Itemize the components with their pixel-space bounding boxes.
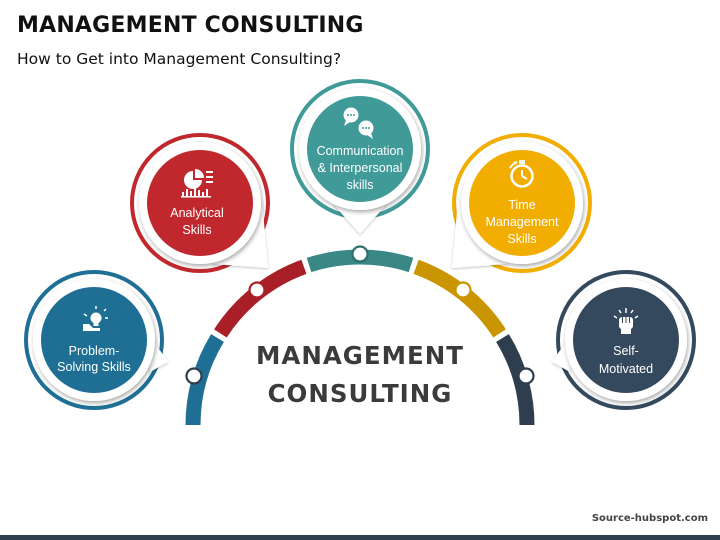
- bottom-bar: [0, 535, 720, 540]
- source-credit: Source-hubspot.com: [591, 513, 708, 524]
- node-label-line: & Interpersonal: [318, 161, 403, 175]
- connector-dot-self-motivated: [517, 367, 535, 385]
- connector-dot-problem-solving: [185, 367, 203, 385]
- arc-segment-time-management: [413, 259, 506, 338]
- node-label-line: Self-: [613, 344, 639, 358]
- node-label-line: Management: [486, 215, 559, 229]
- node-label-line: Analytical: [170, 206, 224, 220]
- stopwatch-icon: [509, 160, 534, 188]
- node-label-line: Time: [508, 198, 535, 212]
- node-fill: [41, 287, 147, 393]
- arc-connectors: [185, 245, 535, 385]
- raised-fist-icon: [613, 308, 639, 334]
- node-label-line: Solving Skills: [57, 360, 131, 374]
- node-ring: [130, 133, 270, 273]
- node-ring: [556, 270, 696, 410]
- node-label-line: Skills: [182, 223, 211, 237]
- connector-dot-analytical: [248, 281, 266, 299]
- node-fill: [307, 96, 413, 202]
- node-label-line: skills: [346, 178, 373, 192]
- node-fill: [147, 150, 253, 256]
- center-title-line1: MANAGEMENT: [256, 341, 464, 370]
- node-label-line: Problem-: [69, 344, 120, 358]
- connector-dot-time-management: [454, 281, 472, 299]
- node-analytical: Analytical Skills: [130, 133, 270, 273]
- node-label-line: Communication: [317, 144, 404, 158]
- node-self-motivated: Self- Motivated: [552, 270, 696, 410]
- arc-segment-analytical: [214, 259, 307, 338]
- lightbulb-hand-icon: [83, 306, 108, 331]
- page-title: MANAGEMENT CONSULTING: [17, 13, 364, 38]
- analytics-chart-icon: [181, 169, 213, 198]
- speech-bubbles-icon: [343, 107, 374, 139]
- node-label-line: Motivated: [599, 362, 653, 376]
- connector-dot-communication: [351, 245, 369, 263]
- node-label-line: Skills: [507, 232, 536, 246]
- node-communication: Communication & Interpersonal skills: [290, 79, 430, 234]
- node-problem-solving: Problem- Solving Skills: [24, 270, 168, 410]
- node-pointer: [333, 204, 387, 234]
- node-ring: [452, 133, 592, 273]
- center-title-line2: CONSULTING: [268, 379, 453, 408]
- node-time-management: Time Management Skills: [452, 133, 592, 273]
- page-subtitle: How to Get into Management Consulting?: [17, 50, 342, 68]
- node-fill: [469, 150, 575, 256]
- node-ring: [24, 270, 164, 410]
- node-fill: [573, 287, 679, 393]
